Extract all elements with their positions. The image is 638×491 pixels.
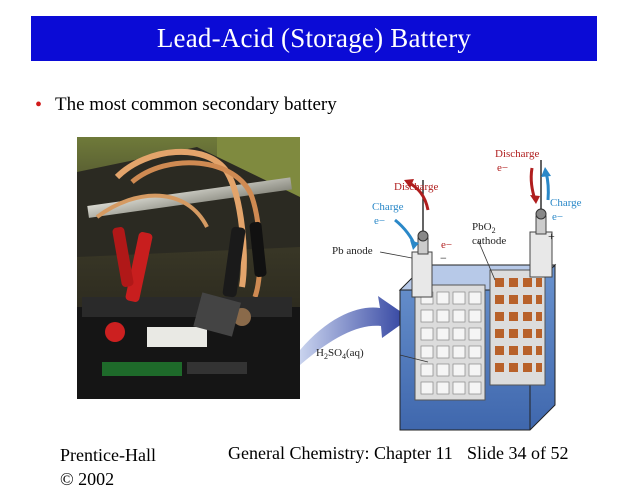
title-bar: Lead-Acid (Storage) Battery [31,16,597,61]
bullet-text: The most common secondary battery [55,94,337,115]
lead-acid-diagram: Discharge e− Discharge Charge e− e− Char… [300,148,582,431]
bullet-icon: • [35,94,43,116]
label-e-right: e− [552,211,563,223]
label-discharge-mid: Discharge [394,181,439,193]
label-electrolyte: H2SO4(aq) [316,347,364,361]
footer-copyright: © 2002 [60,469,115,489]
label-plus: + [548,229,555,243]
label-e-anode: e− [441,239,452,251]
battery-photo [77,137,300,399]
label-e-top: e− [497,162,508,174]
cathode-plates [489,269,546,386]
label-cathode: cathode [472,235,506,247]
footer-publisher: Prentice-Hall © 2002 [60,443,156,491]
slide-title: Lead-Acid (Storage) Battery [156,23,472,53]
label-discharge-top: Discharge [495,148,540,160]
footer-chapter: General Chemistry: Chapter 11 [228,443,453,463]
label-charge-right: Charge [550,197,582,209]
label-e-left: e− [374,215,385,227]
footer-publisher-name: Prentice-Hall [60,445,156,465]
anode-plates [414,284,486,401]
label-minus: − [440,251,447,265]
pointer-arrow [300,296,410,365]
bullet-item: • The most common secondary battery [35,93,337,117]
label-pbo2: PbO2 [472,221,496,235]
footer-slide-number: Slide 34 of 52 [467,443,569,463]
label-charge-left: Charge [372,201,404,213]
label-pb-anode: Pb anode [332,245,373,257]
